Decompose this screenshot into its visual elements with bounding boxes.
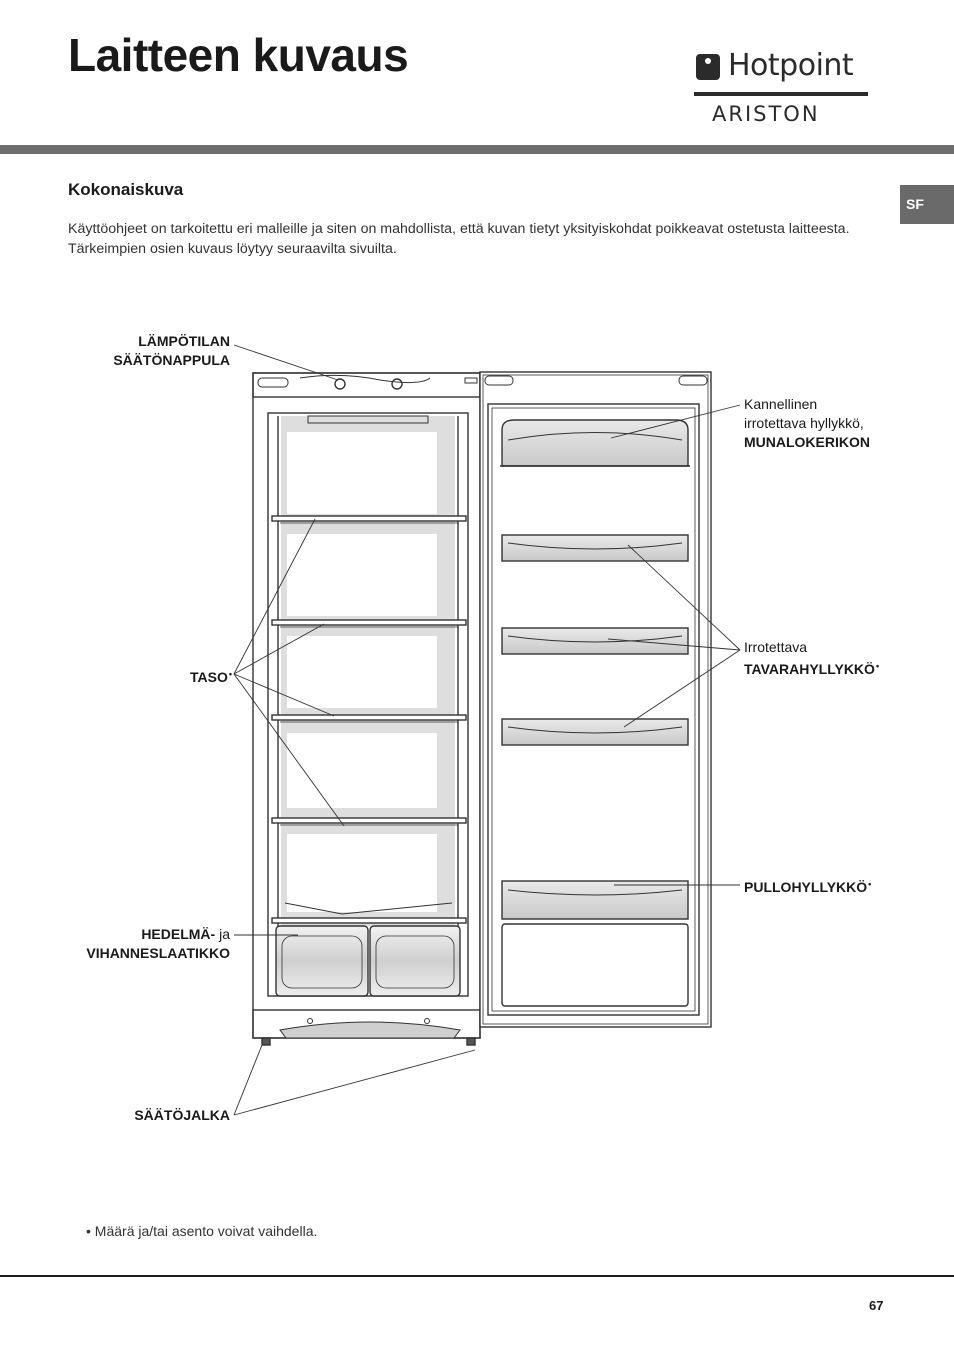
page-number: 67 [869,1298,884,1313]
panel-switch [464,377,478,384]
foot-right-icon [466,1037,476,1046]
leader-lines [233,344,741,1116]
panel-contour [299,374,431,384]
glass-shelf-3 [271,714,467,723]
door-handle-slot-right [678,375,708,386]
top-light-cover [307,415,429,424]
door-bin-2 [501,627,689,655]
wall-highlight-5 [287,834,437,912]
glass-shelf-4 [271,817,467,826]
door-gasket [482,374,709,1025]
logo-brand-name: Hotpoint [728,48,854,83]
brand-mark-icon [696,54,720,80]
label-crisper-join: ja [215,926,230,942]
logo-rule [694,92,868,96]
page-title: Laitteen kuvaus [68,29,409,81]
label-thermostat: LÄMPÖTILAN SÄÄTÖNAPPULA [100,332,230,370]
bottle-bin [501,880,689,920]
label-shelf-text: TASO [189,669,228,685]
open-door [479,371,712,1028]
glass-shelf-1 [271,515,467,524]
label-egg-rack: Kannellinen irrotettava hyllykkö, MUNALO… [744,395,924,452]
wall-highlight-4 [287,733,437,808]
label-bottle-shelf-marker: • [868,879,872,889]
label-feet-text: SÄÄTÖJALKA [134,1107,230,1123]
label-crisper: HEDELMÄ- ja VIHANNESLAATIKKO [60,925,230,963]
label-egg-line2: irrotettava hyllykkö, [744,415,864,431]
plinth-screw-right [424,1018,430,1024]
language-tab: SF [900,185,954,224]
door-bin-3 [501,718,689,746]
door-liner [487,403,700,1016]
control-panel [252,372,481,398]
thermostat-knob-icon [334,378,346,390]
label-thermostat-line1: LÄMPÖTILAN [138,333,230,349]
crisper-cover-shelf [271,902,467,924]
label-door-shelf-line2: TAVARAHYLLYKKÖ [744,661,875,677]
header-band [0,145,954,154]
label-shelf-marker: • [228,669,232,679]
wall-highlight-3 [287,636,437,708]
egg-rack [500,419,690,467]
footnote: • Määrä ja/tai asento voivat vaihdella. [86,1223,317,1239]
label-crisper-bold: HEDELMÄ- [141,926,216,942]
inner-liner [267,412,469,997]
door-liner-inner [491,407,696,1012]
plinth-screw-left [307,1018,313,1024]
label-bottle-shelf-text: PULLOHYLLYKKÖ [744,879,868,895]
label-door-shelf: Irrotettava TAVARAHYLLYKKÖ• [744,638,924,679]
wall-highlight-2 [287,534,437,616]
glass-shelf-2 [271,619,467,628]
label-bottle-shelf: PULLOHYLLYKKÖ• [744,875,924,897]
label-thermostat-line2: SÄÄTÖNAPPULA [113,352,230,368]
crisper-drawers [275,925,461,997]
label-door-shelf-line1: Irrotettava [744,639,808,655]
plinth-grille [279,1021,461,1039]
label-egg-line3: MUNALOKERIKON [744,434,870,450]
intro-paragraph: Käyttöohjeet on tarkoitettu eri malleill… [68,221,850,257]
door-bottom-panel [501,923,689,1007]
panel-slot-left [257,377,289,388]
label-crisper-line2: VIHANNESLAATIKKO [86,945,230,961]
thermostat-light-icon [391,378,403,390]
door-bin-1 [501,534,689,562]
door-outline [479,371,712,1028]
footer-rule [0,1275,954,1277]
wall-highlight-1 [287,432,437,514]
footnote-text: Määrä ja/tai asento voivat vaihdella. [90,1223,318,1239]
label-egg-line1: Kannellinen [744,396,818,412]
footnote-marker: • [86,1223,91,1239]
door-handle-slot-left [484,375,514,386]
hotpoint-ariston-logo: Hotpoint ARISTON [694,48,868,126]
logo-sub-name: ARISTON [712,102,820,126]
label-shelf: TASO• [120,665,232,687]
cabinet [252,372,481,1046]
foot-left-icon [261,1037,271,1046]
section-title: Kokonaiskuva [68,180,184,199]
label-door-shelf-marker: • [875,661,880,671]
label-feet: SÄÄTÖJALKA [100,1106,230,1125]
